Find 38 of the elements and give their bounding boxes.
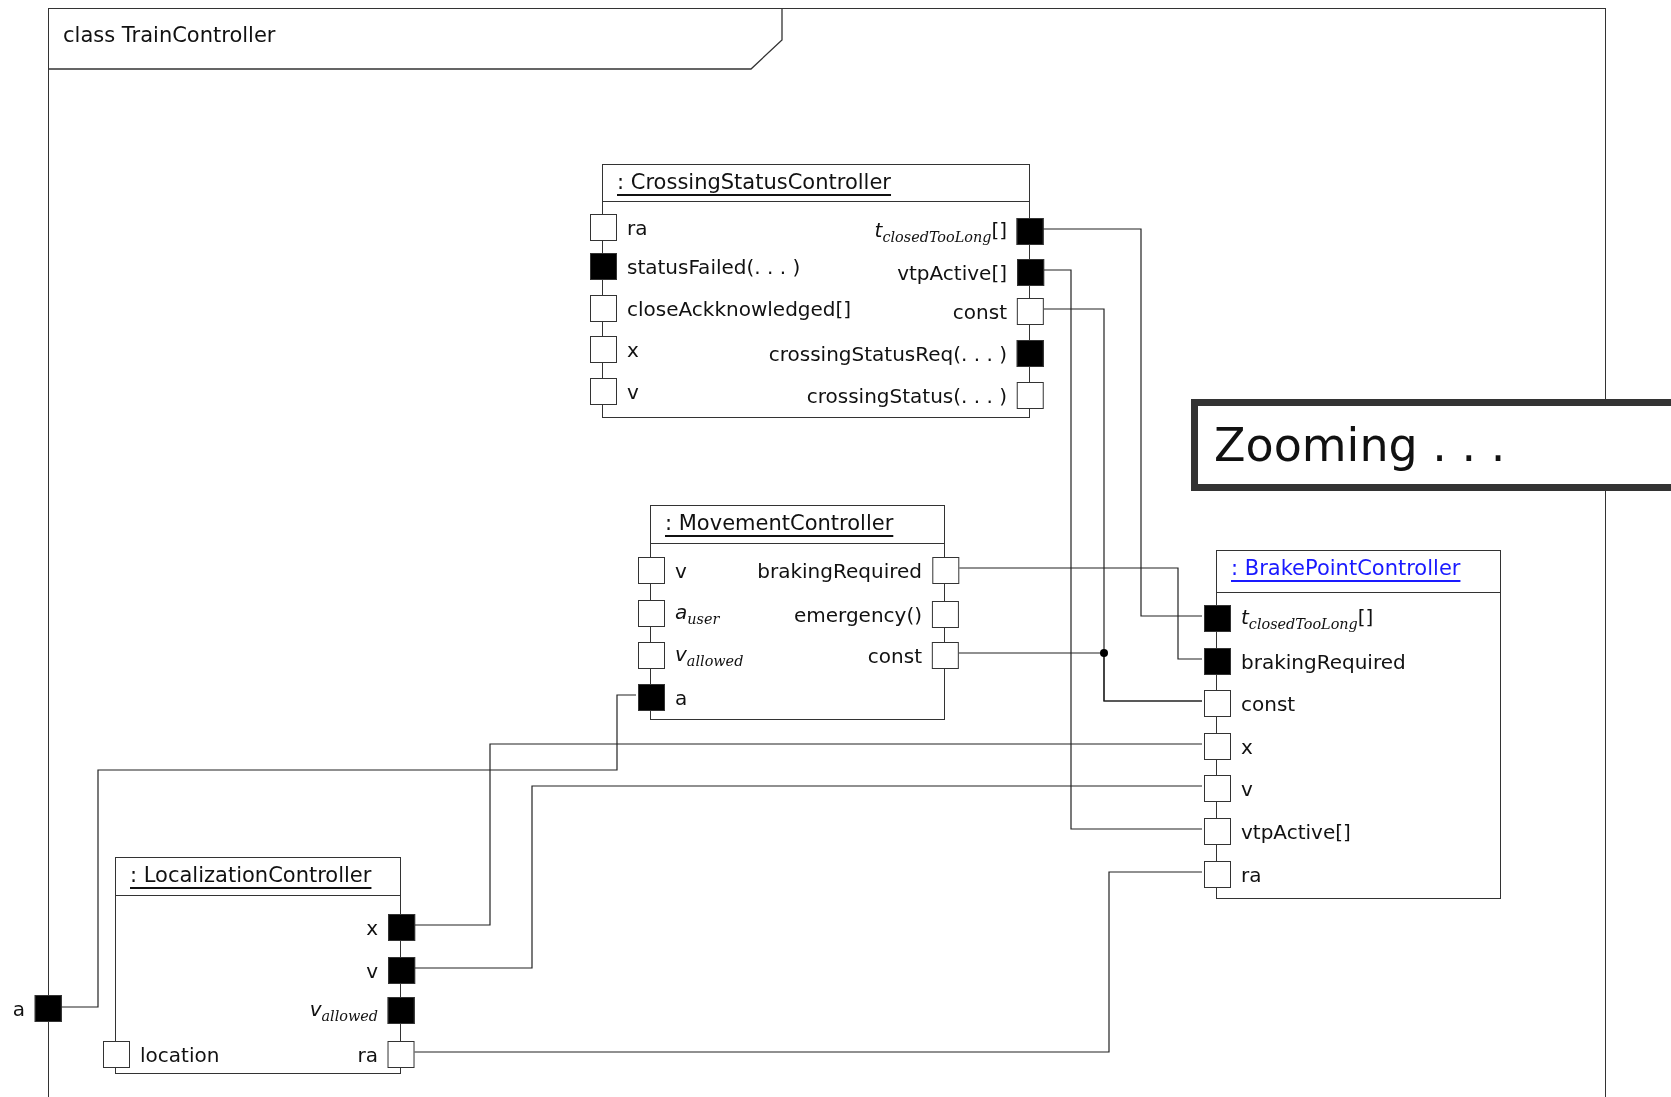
port-label: v — [675, 558, 687, 583]
port-label: closeAckknowledged[] — [627, 296, 852, 321]
port-label: x — [366, 915, 378, 940]
port-label: a — [675, 685, 688, 710]
part-name: : MovementController — [665, 511, 894, 535]
port-label: vtpActive[] — [897, 260, 1007, 285]
banner-text: Zooming . . . — [1214, 418, 1506, 472]
port-label: x — [1241, 734, 1253, 759]
port-label: emergency() — [793, 602, 922, 627]
connector — [60, 694, 637, 1008]
port-label: crossingStatusReq(. . . ) — [768, 341, 1007, 366]
port-label: a$_{user}$ — [675, 600, 720, 627]
port-label: const — [1241, 691, 1296, 716]
port-label: v$_{allowed}$ — [675, 642, 744, 669]
part-name: : CrossingStatusController — [617, 170, 891, 194]
port-label: v — [1241, 776, 1253, 801]
port-label: location — [140, 1042, 220, 1067]
port-label: crossingStatus(. . . ) — [806, 383, 1007, 408]
port-label: v$_{allowed}$ — [309, 997, 378, 1024]
port-label: v — [366, 958, 378, 983]
part-name: : LocalizationController — [130, 863, 372, 887]
port-label: ra — [627, 215, 648, 240]
part-name: : BrakePointController — [1231, 556, 1461, 580]
port-label: x — [627, 337, 639, 362]
port-label: brakingRequired — [757, 558, 922, 583]
port-label: t$_{closedTooLong}$[] — [1241, 605, 1374, 632]
port-label: t$_{closedTooLong}$[] — [874, 218, 1007, 245]
port-label: v — [627, 379, 639, 404]
port-label: ra — [1241, 862, 1262, 887]
port-label: ra — [357, 1042, 378, 1067]
port-label: brakingRequired — [1241, 649, 1406, 674]
frame-title: class TrainController — [63, 23, 276, 47]
zoom-banner — [1191, 399, 1671, 491]
port-label: statusFailed(. . . ) — [627, 254, 801, 279]
port-label: a — [12, 996, 25, 1021]
port-label: const — [952, 299, 1007, 324]
port-label: vtpActive[] — [1241, 819, 1351, 844]
port-label: const — [867, 643, 922, 668]
